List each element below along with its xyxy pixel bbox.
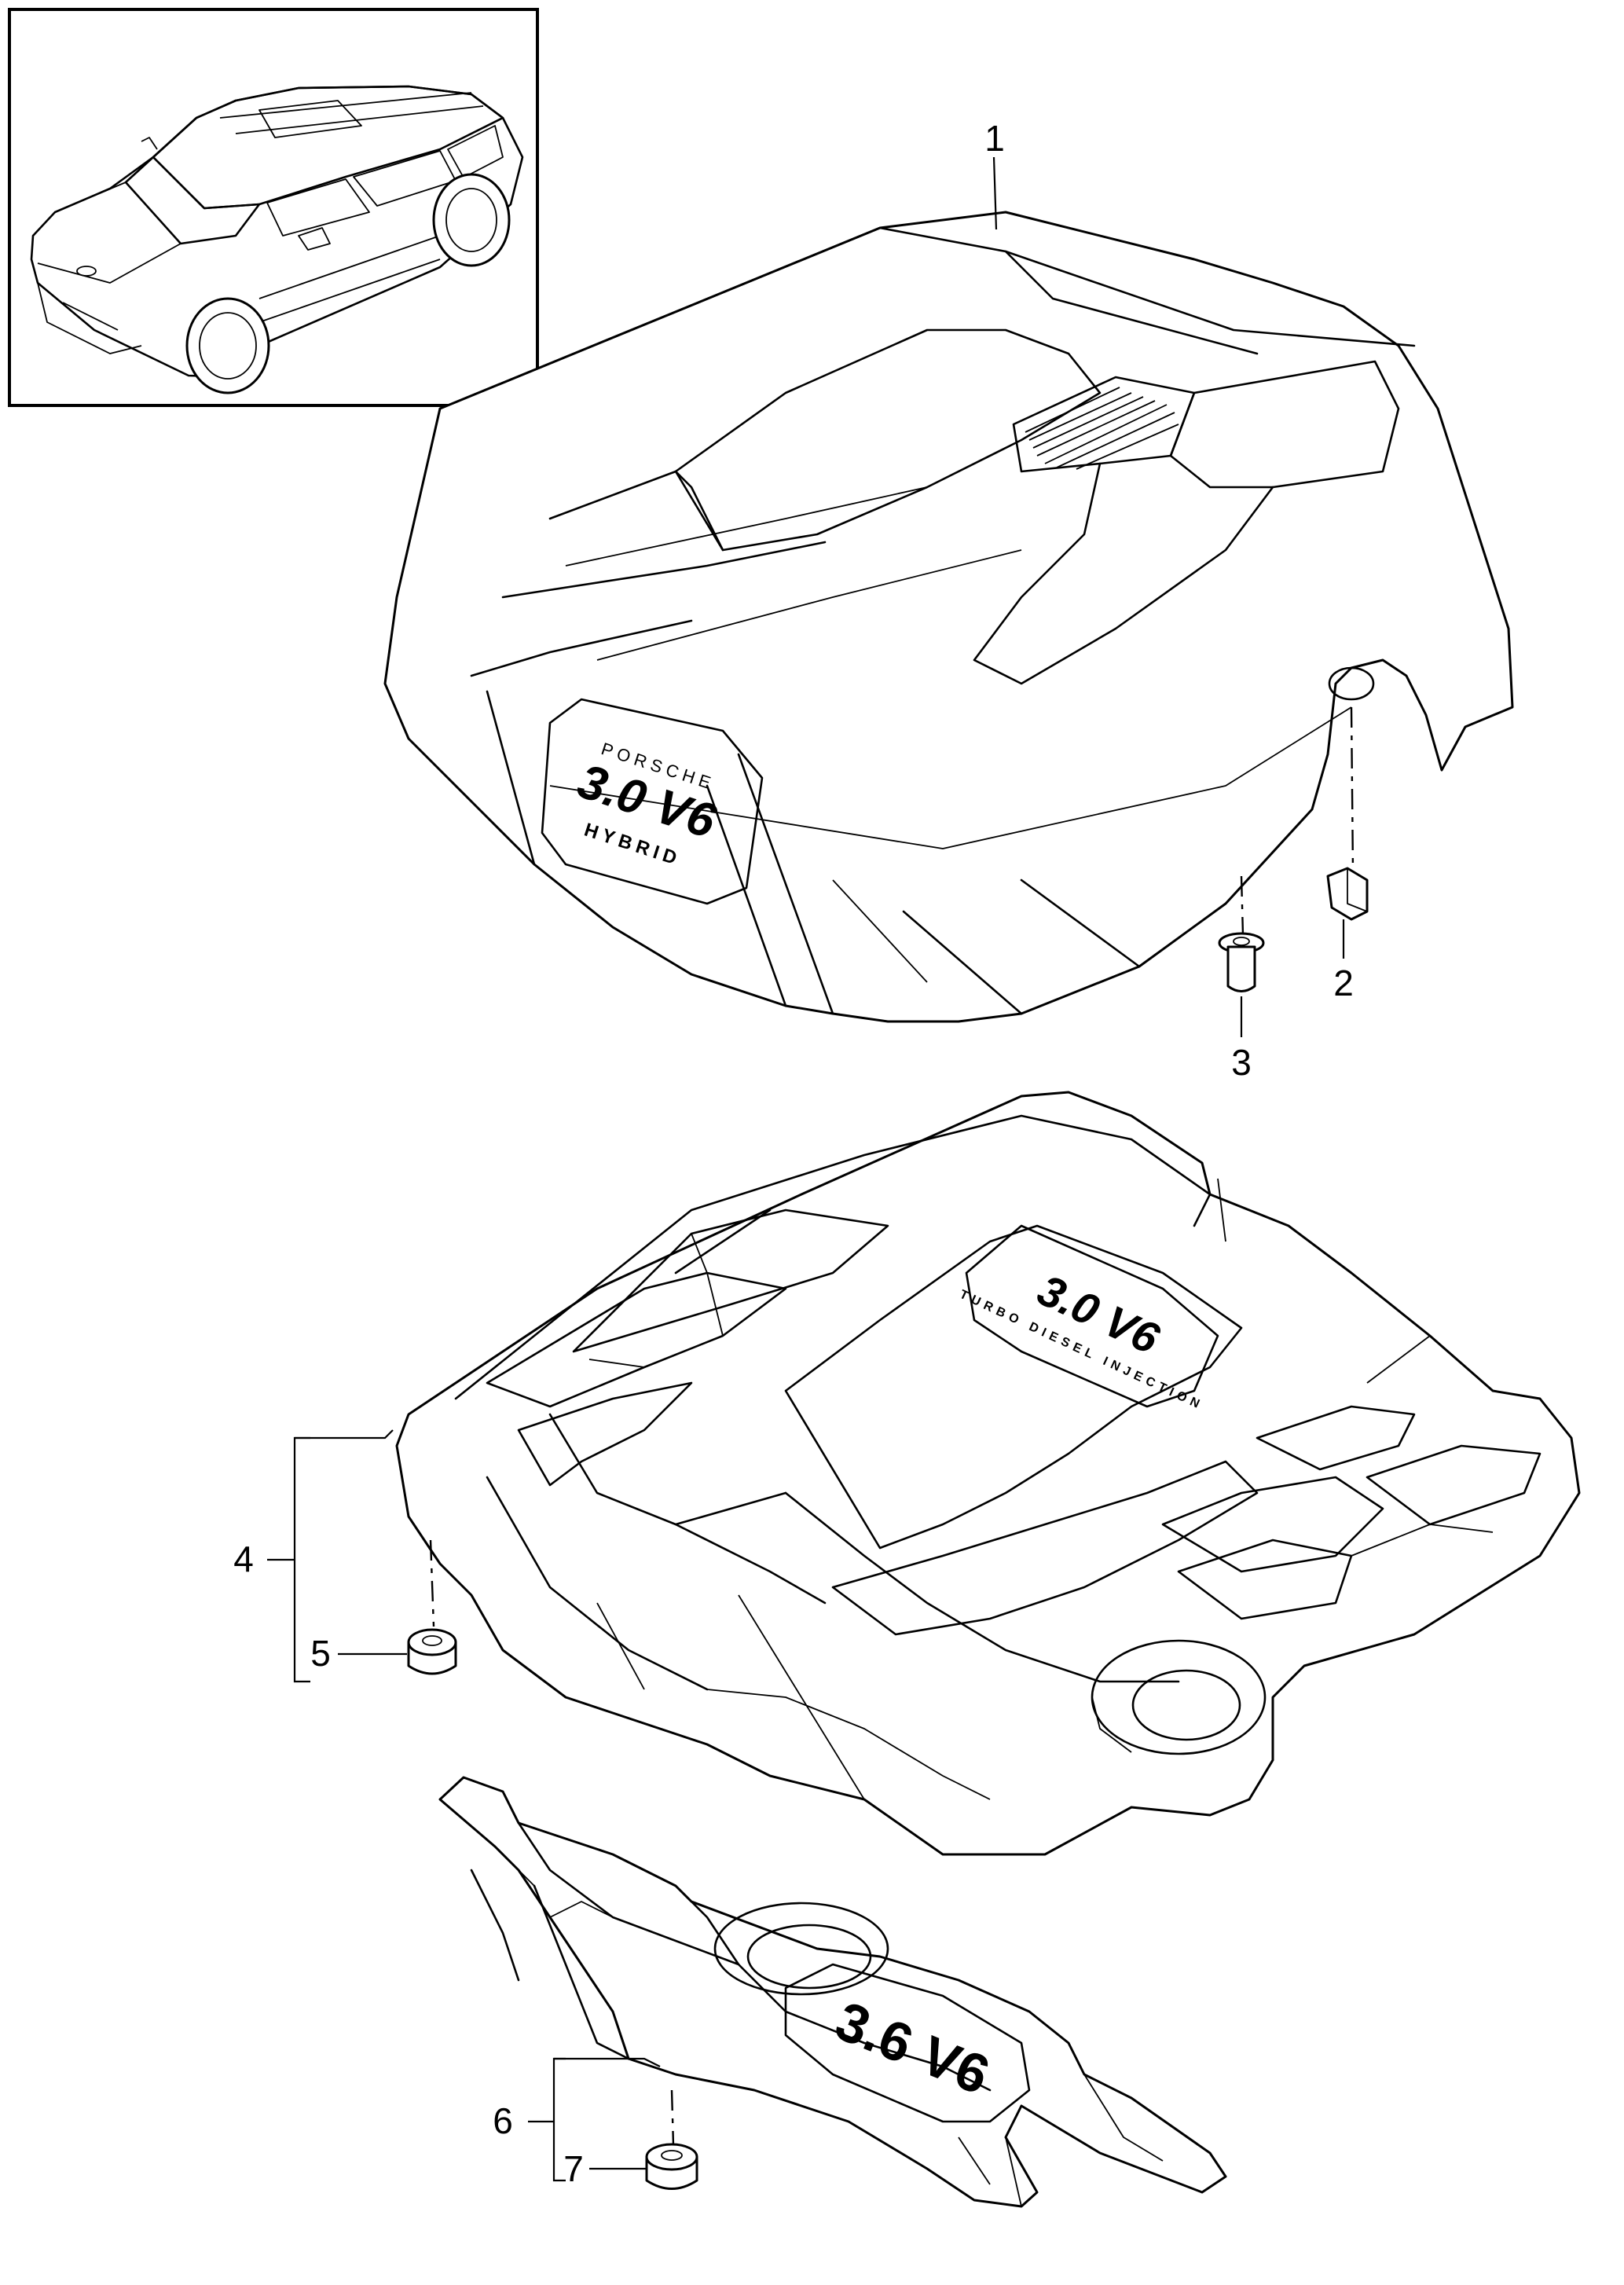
callout-6: 6 [493,2100,513,2141]
callout-4: 4 [233,1539,254,1579]
callout-7: 7 [563,2148,584,2189]
callout-1: 1 [984,118,1005,159]
engine-cover-v6: 3.6 V6 [438,1776,1227,2208]
callout-5: 5 [310,1633,331,1674]
callout-3: 3 [1231,1042,1252,1083]
callouts: 1 2 3 4 5 6 7 [233,118,1354,2189]
engine-cover-hybrid: PORSCHE 3.0 V6 HYBRID [383,211,1514,1023]
part-3-bolt [1218,875,1265,1037]
engine-cover-diesel: 3.0 V6 TURBO DIESEL INJECTION [395,1091,1581,1856]
vent-grille [1025,387,1179,470]
vehicle-thumbnail [8,8,539,407]
car-icon [30,85,524,394]
callout-2: 2 [1333,963,1354,1003]
leader-lines [267,156,998,2182]
part-7-grommet [645,2089,698,2190]
part-5-grommet [407,1539,457,1675]
part-2-clip [1326,706,1369,959]
